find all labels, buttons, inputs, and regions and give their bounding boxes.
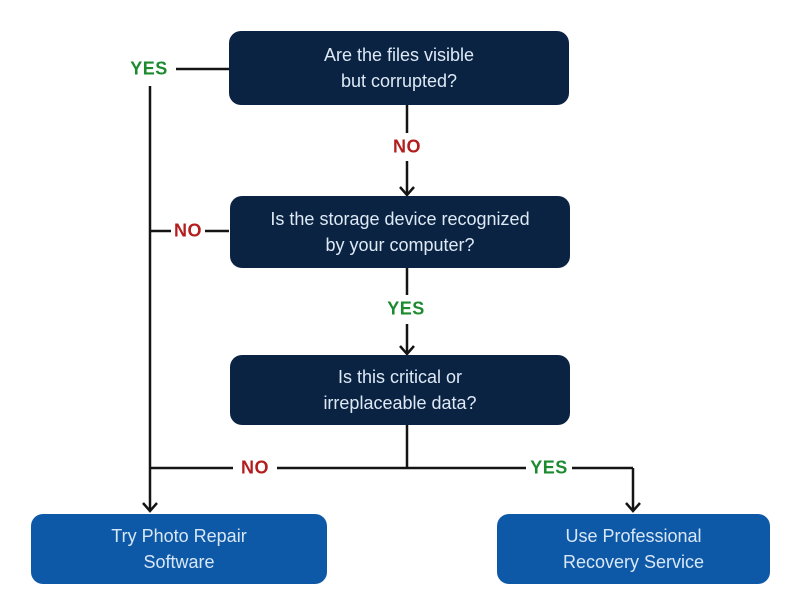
edge-label-q3-yes: YES	[530, 457, 568, 478]
decision-text-line: but corrupted?	[340, 71, 458, 91]
action-text-line: Use Professional	[565, 526, 702, 546]
decision-text-line: by your computer?	[325, 235, 475, 255]
edge-label-q3-no: NO	[241, 457, 269, 478]
action-text-line: Software	[143, 552, 215, 572]
action-text-line: Try Photo Repair	[111, 526, 247, 546]
action-text-line: Recovery Service	[562, 552, 705, 572]
edge-label-q2-yes: YES	[387, 298, 425, 319]
edge-q1-no-arrowhead	[399, 186, 415, 197]
decision-box-critical-data: Is this critical or irreplaceable data?	[230, 355, 570, 425]
action-box-professional-recovery: Use Professional Recovery Service	[497, 514, 770, 584]
decision-box-files-corrupted: Are the files visible but corrupted?	[229, 31, 569, 105]
left-rail-arrowhead	[142, 502, 158, 513]
decision-text-line: Is this critical or	[337, 367, 463, 387]
edge-q2-yes-arrowhead	[399, 345, 415, 356]
decision-box-device-recognized: Is the storage device recognized by your…	[230, 196, 570, 268]
right-branch-arrowhead	[625, 502, 641, 513]
decision-text-line: irreplaceable data?	[323, 393, 477, 413]
decision-text-line: Is the storage device recognized	[270, 209, 530, 229]
edge-label-q1-no: NO	[393, 136, 421, 157]
decision-text-line: Are the files visible	[323, 45, 475, 65]
action-box-photo-repair: Try Photo Repair Software	[31, 514, 327, 584]
edge-label-q1-yes: YES	[130, 58, 168, 79]
edge-label-q2-no: NO	[174, 220, 202, 241]
